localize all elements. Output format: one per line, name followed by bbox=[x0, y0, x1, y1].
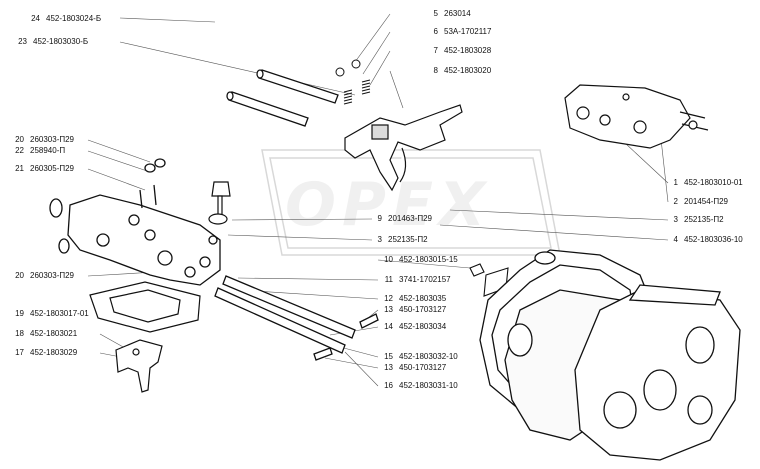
callout-number: 4 bbox=[673, 235, 678, 244]
callout-number: 16 bbox=[384, 381, 393, 390]
callout-17: 17 452-1803029 bbox=[14, 348, 77, 358]
callout-23: 23 452-1803030-Б bbox=[17, 37, 88, 47]
callout-number: 21 bbox=[15, 164, 24, 173]
callout-22: 22 258940-П bbox=[14, 146, 65, 156]
part-code: 452-1803010-01 bbox=[684, 178, 743, 187]
shift-fork bbox=[344, 104, 463, 192]
part-code: 452-1803035 bbox=[399, 294, 447, 303]
callout-number: 17 bbox=[15, 348, 24, 357]
callout-18: 18 452-1803021 bbox=[14, 329, 77, 339]
callout-5: 5 263014 bbox=[430, 9, 471, 19]
callout-16: 16 452-1803031-10 bbox=[383, 381, 458, 391]
callout-11: 11 3741-1702157 bbox=[383, 275, 451, 285]
callout-number: 20 bbox=[15, 271, 24, 280]
callout-13-lower: 13 450-1703127 bbox=[383, 363, 446, 373]
callout-7: 7 452-1803028 bbox=[430, 46, 492, 56]
part-code: 252135-П2 bbox=[388, 235, 428, 244]
callout-20-top: 20 260303-П29 bbox=[14, 135, 74, 145]
callout-number: 20 bbox=[15, 135, 24, 144]
part-code: 201463-П29 bbox=[388, 214, 433, 223]
part-code: 452-1803034 bbox=[399, 322, 447, 331]
rail-housing-left bbox=[49, 158, 221, 286]
transfer-case bbox=[479, 249, 741, 461]
callout-number: 8 bbox=[433, 66, 438, 75]
callout-number: 2 bbox=[673, 197, 678, 206]
callout-6: 6 53А-1702117 bbox=[430, 27, 492, 37]
part-code: 201454-П29 bbox=[684, 197, 729, 206]
part-code: 452-1803015-15 bbox=[399, 255, 458, 264]
callout-number: 18 bbox=[15, 329, 24, 338]
callout-number: 13 bbox=[384, 363, 393, 372]
part-code: 452-1803021 bbox=[30, 329, 78, 338]
selector-housing bbox=[564, 84, 709, 149]
part-code: 452-1803036-10 bbox=[684, 235, 743, 244]
part-code: 452-1803032-10 bbox=[399, 352, 458, 361]
callout-number: 22 bbox=[15, 146, 24, 155]
part-code: 53А-1702117 bbox=[444, 27, 492, 36]
callout-8: 8 452-1803020 bbox=[430, 66, 492, 76]
callout-20-bottom: 20 260303-П29 bbox=[14, 271, 74, 281]
callout-number: 11 bbox=[384, 275, 393, 284]
part-code: 450-1703127 bbox=[399, 363, 447, 372]
part-code: 452-1803020 bbox=[444, 66, 492, 75]
callout-number: 6 bbox=[433, 27, 438, 36]
shift-rail-upper bbox=[226, 69, 339, 127]
callout-number: 10 bbox=[384, 255, 393, 264]
bolt-and-washer bbox=[208, 181, 231, 225]
part-code: 260303-П29 bbox=[30, 271, 75, 280]
part-code: 452-1803024-Б bbox=[46, 14, 102, 23]
callout-number: 3 bbox=[377, 235, 382, 244]
callout-number: 24 bbox=[31, 14, 40, 23]
part-code: 452-1803017-01 bbox=[30, 309, 89, 318]
part-code: 452-1803031-10 bbox=[399, 381, 458, 390]
bracket bbox=[115, 339, 163, 393]
part-code: 3741-1702157 bbox=[399, 275, 451, 284]
callout-number: 19 bbox=[15, 309, 24, 318]
shift-rail-lower bbox=[214, 275, 379, 361]
callout-21: 21 260305-П29 bbox=[14, 164, 74, 174]
callout-12: 12 452-1803035 bbox=[383, 294, 446, 304]
callout-number: 15 bbox=[384, 352, 393, 361]
callout-number: 9 bbox=[377, 214, 382, 223]
part-code: 260305-П29 bbox=[30, 164, 75, 173]
callout-10: 10 452-1803015-15 bbox=[383, 255, 458, 265]
callout-24: 24 452-1803024-Б bbox=[30, 14, 101, 24]
callout-number: 1 bbox=[673, 178, 678, 187]
callout-number: 23 bbox=[18, 37, 27, 46]
callout-14: 14 452-1803034 bbox=[383, 322, 446, 332]
watermark-text: OPEX bbox=[285, 170, 492, 240]
part-code: 452-1803028 bbox=[444, 46, 492, 55]
part-code: 450-1703127 bbox=[399, 305, 447, 314]
part-code: 252135-П2 bbox=[684, 215, 724, 224]
callout-1: 1 452-1803010-01 bbox=[670, 178, 743, 188]
callout-13-upper: 13 450-1703127 bbox=[383, 305, 446, 315]
callout-3-left: 3 252135-П2 bbox=[374, 235, 428, 245]
callout-number: 3 bbox=[673, 215, 678, 224]
part-code: 452-1803030-Б bbox=[33, 37, 89, 46]
callout-number: 14 bbox=[384, 322, 393, 331]
ball-and-spring bbox=[335, 59, 371, 105]
cover-gasket bbox=[89, 281, 201, 333]
callout-2: 2 201454-П29 bbox=[670, 197, 728, 207]
callout-number: 12 bbox=[384, 294, 393, 303]
part-code: 260303-П29 bbox=[30, 135, 75, 144]
part-code: 452-1803029 bbox=[30, 348, 78, 357]
callout-number: 7 bbox=[433, 46, 438, 55]
callout-9: 9 201463-П29 bbox=[374, 214, 432, 224]
callout-4: 4 452-1803036-10 bbox=[670, 235, 743, 245]
part-code: 258940-П bbox=[30, 146, 66, 155]
callout-15: 15 452-1803032-10 bbox=[383, 352, 458, 362]
callout-19: 19 452-1803017-01 bbox=[14, 309, 89, 319]
callout-number: 5 bbox=[433, 9, 438, 18]
callout-3-right: 3 252135-П2 bbox=[670, 215, 724, 225]
part-code: 263014 bbox=[444, 9, 471, 18]
callout-number: 13 bbox=[384, 305, 393, 314]
